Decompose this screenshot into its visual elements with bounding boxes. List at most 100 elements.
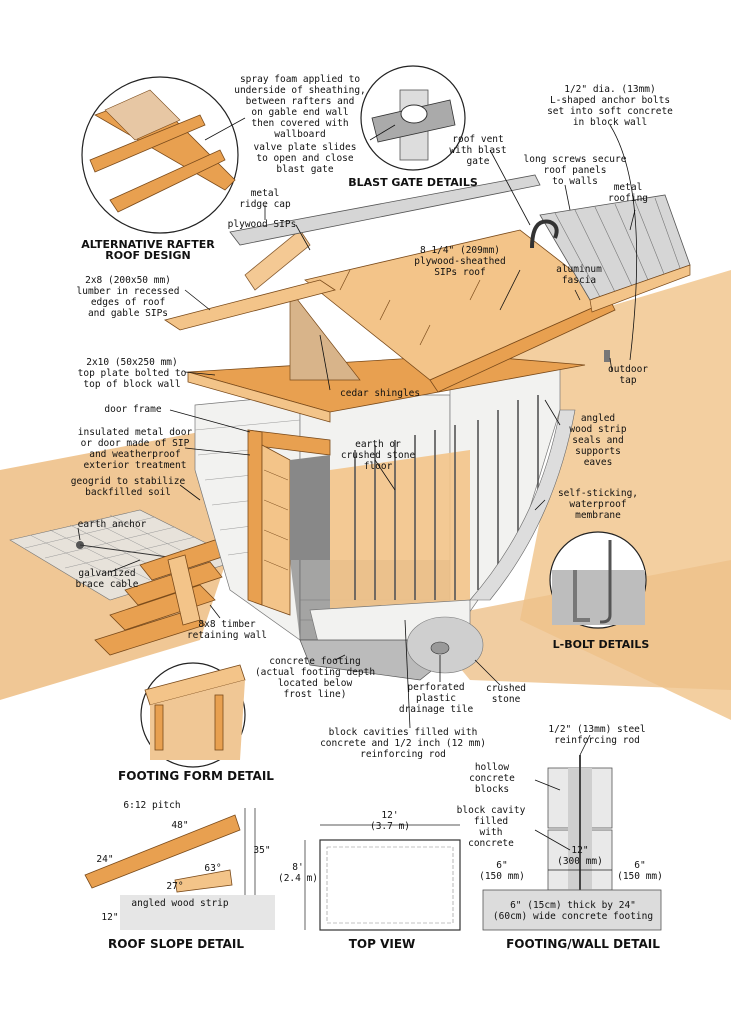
labels-concrete_footing-line-1: (actual footing depth	[255, 667, 375, 678]
labels-earth_floor-line-0: earth or	[355, 439, 401, 450]
alt-rafter-detail	[81, 76, 239, 234]
labels-lumber_2x8-line-1: lumber in recessed	[77, 286, 180, 297]
aluminum-fascia	[589, 264, 691, 313]
labels-membrane-line-0: self-sticking,	[558, 488, 638, 499]
labels-insulated_door-line-1: or door made of SIP	[81, 438, 190, 449]
footing_wall-left-line-0: 6"	[496, 860, 507, 871]
labels-cavity_filled-line-2: with	[480, 827, 503, 838]
labels-anchor_bolts-line-0: 1/2" dia. (13mm)	[564, 84, 656, 95]
labels-drainage_tile-line-2: drainage tile	[399, 704, 474, 715]
labels-top_plate-line-1: top plate bolted to	[78, 368, 187, 379]
labels-roof_vent-line-0: roof vent	[452, 134, 503, 145]
labels-long_screws-line-0: long screws secure	[524, 154, 627, 165]
labels-long_screws-line-2: to walls	[552, 176, 598, 187]
labels-long_screws-line-1: roof panels	[544, 165, 607, 176]
labels-metal_ridge_cap-line-0: metal	[251, 188, 280, 199]
roof_slope-left-line-0: 24"	[96, 854, 113, 865]
labels-retaining_wall-line-0: 8x8 timber	[198, 619, 255, 630]
labels-cedar_shingles-line-0: cedar shingles	[340, 388, 420, 399]
footing_wall-width-line-1: (300 mm)	[557, 856, 603, 867]
labels-crushed_stone-line-1: stone	[492, 694, 521, 705]
labels-sips_roof-line-1: plywood-sheathed	[414, 256, 506, 267]
titles-blast_gate-line-0: BLAST GATE DETAILS	[348, 176, 478, 189]
labels-crushed_stone-line-0: crushed	[486, 683, 526, 694]
roof_slope-strip-line-0: angled wood strip	[131, 898, 229, 909]
labels-plywood_sips-line-0: plywood SIPs	[228, 219, 297, 230]
drainage-tile	[430, 641, 450, 655]
labels-spray_foam-line-2: between rafters and	[246, 96, 355, 107]
labels-drainage_tile-line-1: plastic	[416, 693, 456, 704]
labels-lumber_2x8-line-3: and gable SIPs	[88, 308, 168, 319]
door-assembly	[247, 429, 331, 616]
labels-cavity_filled-line-1: filled	[474, 816, 508, 827]
labels-geogrid-line-0: geogrid to stabilize	[71, 476, 186, 487]
labels-block_cavities-line-0: block cavities filled with	[329, 727, 478, 738]
labels-anchor_bolts-line-2: set into soft concrete	[547, 106, 673, 117]
labels-angled_strip-line-2: seals and	[572, 435, 623, 446]
labels-insulated_door-line-3: exterior treatment	[84, 460, 187, 471]
titles-footing_wall-line-0: FOOTING/WALL DETAIL	[506, 937, 660, 951]
titles-alt_rafter-line-1: ROOF DESIGN	[105, 249, 190, 262]
footing_wall-left-line-1: (150 mm)	[479, 871, 525, 882]
gable-shingles	[289, 288, 361, 381]
labels-lumber_2x8-line-2: edges of roof	[91, 297, 165, 308]
labels-top_plate-line-2: top of block wall	[83, 379, 180, 390]
titles-roof_slope-line-0: ROOF SLOPE DETAIL	[108, 937, 244, 951]
labels-retaining_wall-line-1: retaining wall	[187, 630, 267, 641]
top_view-depth-line-1: (2.4 m)	[278, 873, 318, 884]
labels-metal_roofing-line-0: metal	[614, 182, 643, 193]
labels-sips_roof-line-0: 8 1/4" (209mm)	[420, 245, 500, 256]
labels-valve_plate-line-0: valve plate slides	[254, 142, 357, 153]
labels-aluminum_fascia-line-1: fascia	[562, 275, 596, 286]
titles-lbolt-line-0: L-BOLT DETAILS	[553, 638, 650, 651]
labels-drainage_tile-line-0: perforated	[407, 682, 464, 693]
footing-form-detail	[140, 662, 246, 768]
roof_slope-angle_bottom-line-0: 27°	[166, 881, 183, 892]
labels-spray_foam-line-3: on gable end wall	[251, 107, 348, 118]
labels-lumber_2x8-line-0: 2x8 (200x50 mm)	[85, 275, 171, 286]
labels-footing_6x24-line-1: (60cm) wide concrete footing	[493, 911, 653, 922]
outdoor-tap-icon	[604, 350, 610, 362]
labels-roof_vent-line-2: gate	[467, 156, 490, 167]
labels-hollow_blocks-line-2: blocks	[475, 784, 509, 795]
labels-metal_ridge_cap-line-1: ridge cap	[239, 199, 291, 210]
footing_wall-width-line-0: 12"	[571, 845, 588, 856]
labels-block_cavities-line-2: reinforcing rod	[360, 749, 446, 760]
labels-concrete_footing-line-3: frost line)	[284, 689, 347, 700]
labels-footing_6x24-line-0: 6" (15cm) thick by 24"	[510, 900, 636, 911]
metal-ridge-cap	[229, 174, 541, 246]
labels-concrete_footing-line-2: located below	[278, 678, 353, 689]
labels-concrete_footing-line-0: concrete footing	[269, 656, 361, 667]
titles-alt_rafter-line-0: ALTERNATIVE RAFTER	[81, 238, 215, 251]
sips-roof	[164, 229, 616, 393]
labels-hollow_blocks-line-0: hollow	[475, 762, 510, 773]
labels-valve_plate-line-2: blast gate	[276, 164, 333, 175]
labels-aluminum_fascia-line-0: aluminum	[556, 264, 602, 275]
top_view-depth-line-0: 8'	[292, 862, 303, 873]
labels-outdoor_tap-line-0: outdoor	[608, 364, 648, 375]
blast-gate-detail	[360, 65, 466, 171]
labels-anchor_bolts-line-3: in block wall	[573, 117, 647, 128]
labels-membrane-line-2: membrane	[575, 510, 621, 521]
footing_wall-right-line-1: (150 mm)	[617, 871, 663, 882]
labels-sips_roof-line-2: SIPs roof	[434, 267, 485, 278]
titles-footing_form-line-0: FOOTING FORM DETAIL	[118, 769, 274, 783]
labels-angled_strip-line-1: wood strip	[569, 424, 626, 435]
titles-top_view-line-0: TOP VIEW	[349, 937, 416, 951]
labels-metal_roofing-line-1: roofing	[608, 193, 648, 204]
labels-steel_rod-line-1: reinforcing rod	[554, 735, 640, 746]
labels-cavity_filled-line-3: concrete	[468, 838, 514, 849]
labels-roof_vent-line-1: with blast	[449, 145, 506, 156]
labels-steel_rod-line-0: 1/2" (13mm) steel	[548, 724, 645, 735]
labels-hollow_blocks-line-1: concrete	[469, 773, 515, 784]
labels-earth_floor-line-2: floor	[364, 461, 393, 472]
top_view-width-line-0: 12'	[381, 810, 398, 821]
labels-angled_strip-line-0: angled	[581, 413, 615, 424]
labels-brace_cable-line-0: galvanized	[78, 568, 135, 579]
leader-lines	[77, 117, 638, 851]
labels-door_frame-line-0: door frame	[104, 404, 161, 415]
roof_slope-pitch-line-0: 6:12 pitch	[123, 800, 180, 811]
